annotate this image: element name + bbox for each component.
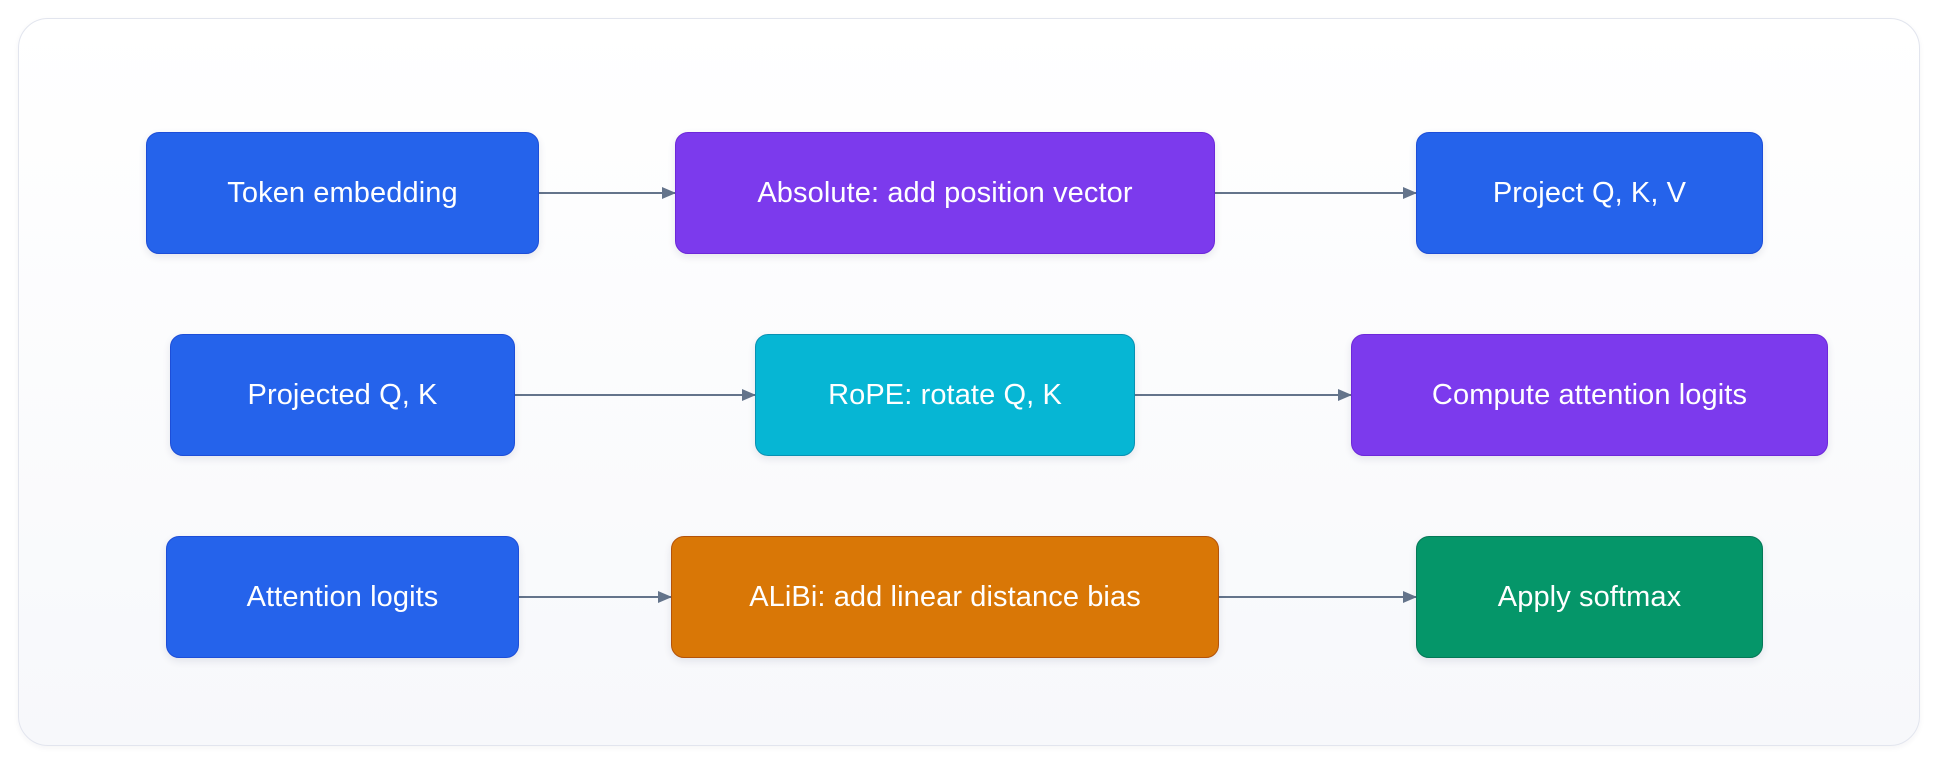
node-rope-rotate-qk: RoPE: rotate Q, K (755, 334, 1135, 456)
node-label: ALiBi: add linear distance bias (749, 580, 1141, 613)
node-absolute-add-position-vector: Absolute: add position vector (675, 132, 1215, 254)
node-label: Compute attention logits (1431, 378, 1748, 411)
node-label: Projected Q, K (247, 378, 438, 411)
node-label: RoPE: rotate Q, K (828, 378, 1062, 411)
node-label: Project Q, K, V (1492, 176, 1687, 209)
node-label: Apply softmax (1497, 580, 1682, 613)
node-alibi-add-bias: ALiBi: add linear distance bias (671, 536, 1219, 658)
node-compute-attention-logits: Compute attention logits (1351, 334, 1828, 456)
node-project-qkv: Project Q, K, V (1416, 132, 1763, 254)
node-projected-qk: Projected Q, K (170, 334, 515, 456)
node-apply-softmax: Apply softmax (1416, 536, 1763, 658)
node-label: Absolute: add position vector (757, 176, 1133, 209)
node-label: Token embedding (227, 176, 458, 209)
node-attention-logits: Attention logits (166, 536, 519, 658)
node-token-embedding: Token embedding (146, 132, 539, 254)
node-label: Attention logits (246, 580, 439, 613)
